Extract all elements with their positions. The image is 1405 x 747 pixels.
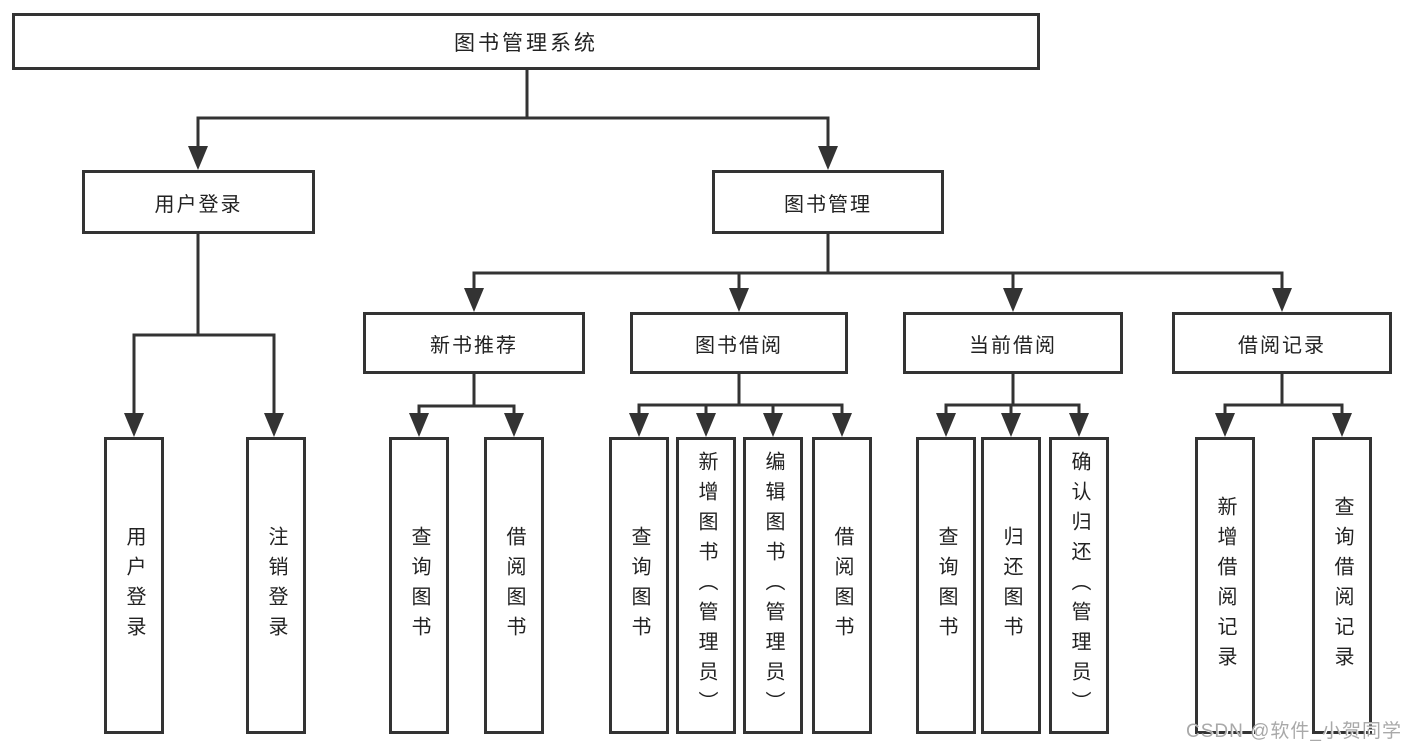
leaf-current-return-books: 归还图书: [981, 437, 1041, 734]
leaf-current-return-books-label: 归还图书: [1000, 525, 1022, 646]
node-user-login-label: 用户登录: [154, 193, 243, 216]
node-book-borrowing: 图书借阅: [630, 312, 848, 374]
leaf-user-login-label: 用户登录: [123, 525, 145, 646]
node-new-book-recommend: 新书推荐: [363, 312, 585, 374]
node-new-book-recommend-label: 新书推荐: [430, 334, 518, 357]
leaf-borrowing-edit-books-admin: 编辑图书（管理员）: [743, 437, 803, 734]
leaf-records-add-borrow-record-label: 新增借阅记录: [1214, 495, 1236, 676]
node-book-management-label: 图书管理: [784, 193, 872, 216]
leaf-borrowing-query-books-label: 查询图书: [628, 525, 650, 646]
leaf-recommend-query-books: 查询图书: [389, 437, 449, 734]
leaf-current-query-books: 查询图书: [916, 437, 976, 734]
connector-root-branch: [196, 116, 830, 152]
node-borrow-records: 借阅记录: [1172, 312, 1392, 374]
leaf-borrowing-edit-books-admin-label: 编辑图书（管理员）: [762, 450, 784, 721]
watermark: CSDN @软件_小贺同学: [1186, 721, 1402, 742]
leaf-logout-login: 注销登录: [246, 437, 306, 734]
arrowheads: [124, 146, 1352, 437]
leaf-records-add-borrow-record: 新增借阅记录: [1195, 437, 1255, 734]
node-book-borrowing-label: 图书借阅: [695, 334, 783, 357]
connector-borrowing-branch: [637, 403, 844, 416]
connector-records-branch: [1223, 403, 1344, 416]
leaf-recommend-borrow-books-label: 借阅图书: [503, 525, 525, 646]
leaf-records-query-borrow-record-label: 查询借阅记录: [1331, 495, 1353, 676]
node-current-borrowing-label: 当前借阅: [969, 334, 1057, 357]
leaf-borrowing-add-books-admin: 新增图书（管理员）: [676, 437, 736, 734]
leaf-current-confirm-return-admin: 确认归还（管理员）: [1049, 437, 1109, 734]
leaf-logout-login-label: 注销登录: [265, 525, 287, 646]
leaf-user-login: 用户登录: [104, 437, 164, 734]
node-library-management-system-label: 图书管理系统: [454, 31, 598, 55]
node-current-borrowing: 当前借阅: [903, 312, 1123, 374]
leaf-borrowing-borrow-books-label: 借阅图书: [831, 525, 853, 646]
leaf-records-query-borrow-record: 查询借阅记录: [1312, 437, 1372, 734]
leaf-borrowing-add-books-admin-label: 新增图书（管理员）: [695, 450, 717, 721]
leaf-recommend-query-books-label: 查询图书: [408, 525, 430, 646]
leaf-recommend-borrow-books: 借阅图书: [484, 437, 544, 734]
leaf-borrowing-borrow-books: 借阅图书: [812, 437, 872, 734]
node-library-management-system: 图书管理系统: [12, 13, 1040, 70]
leaf-current-confirm-return-admin-label: 确认归还（管理员）: [1068, 450, 1090, 721]
node-user-login: 用户登录: [82, 170, 315, 234]
leaf-borrowing-query-books: 查询图书: [609, 437, 669, 734]
node-book-management: 图书管理: [712, 170, 944, 234]
connector-newbook-branch: [417, 404, 516, 416]
connector-userlogin-branch: [132, 333, 276, 416]
leaf-current-query-books-label: 查询图书: [935, 525, 957, 646]
connector-bookmgmt-branch: [472, 271, 1284, 292]
node-borrow-records-label: 借阅记录: [1238, 334, 1326, 357]
